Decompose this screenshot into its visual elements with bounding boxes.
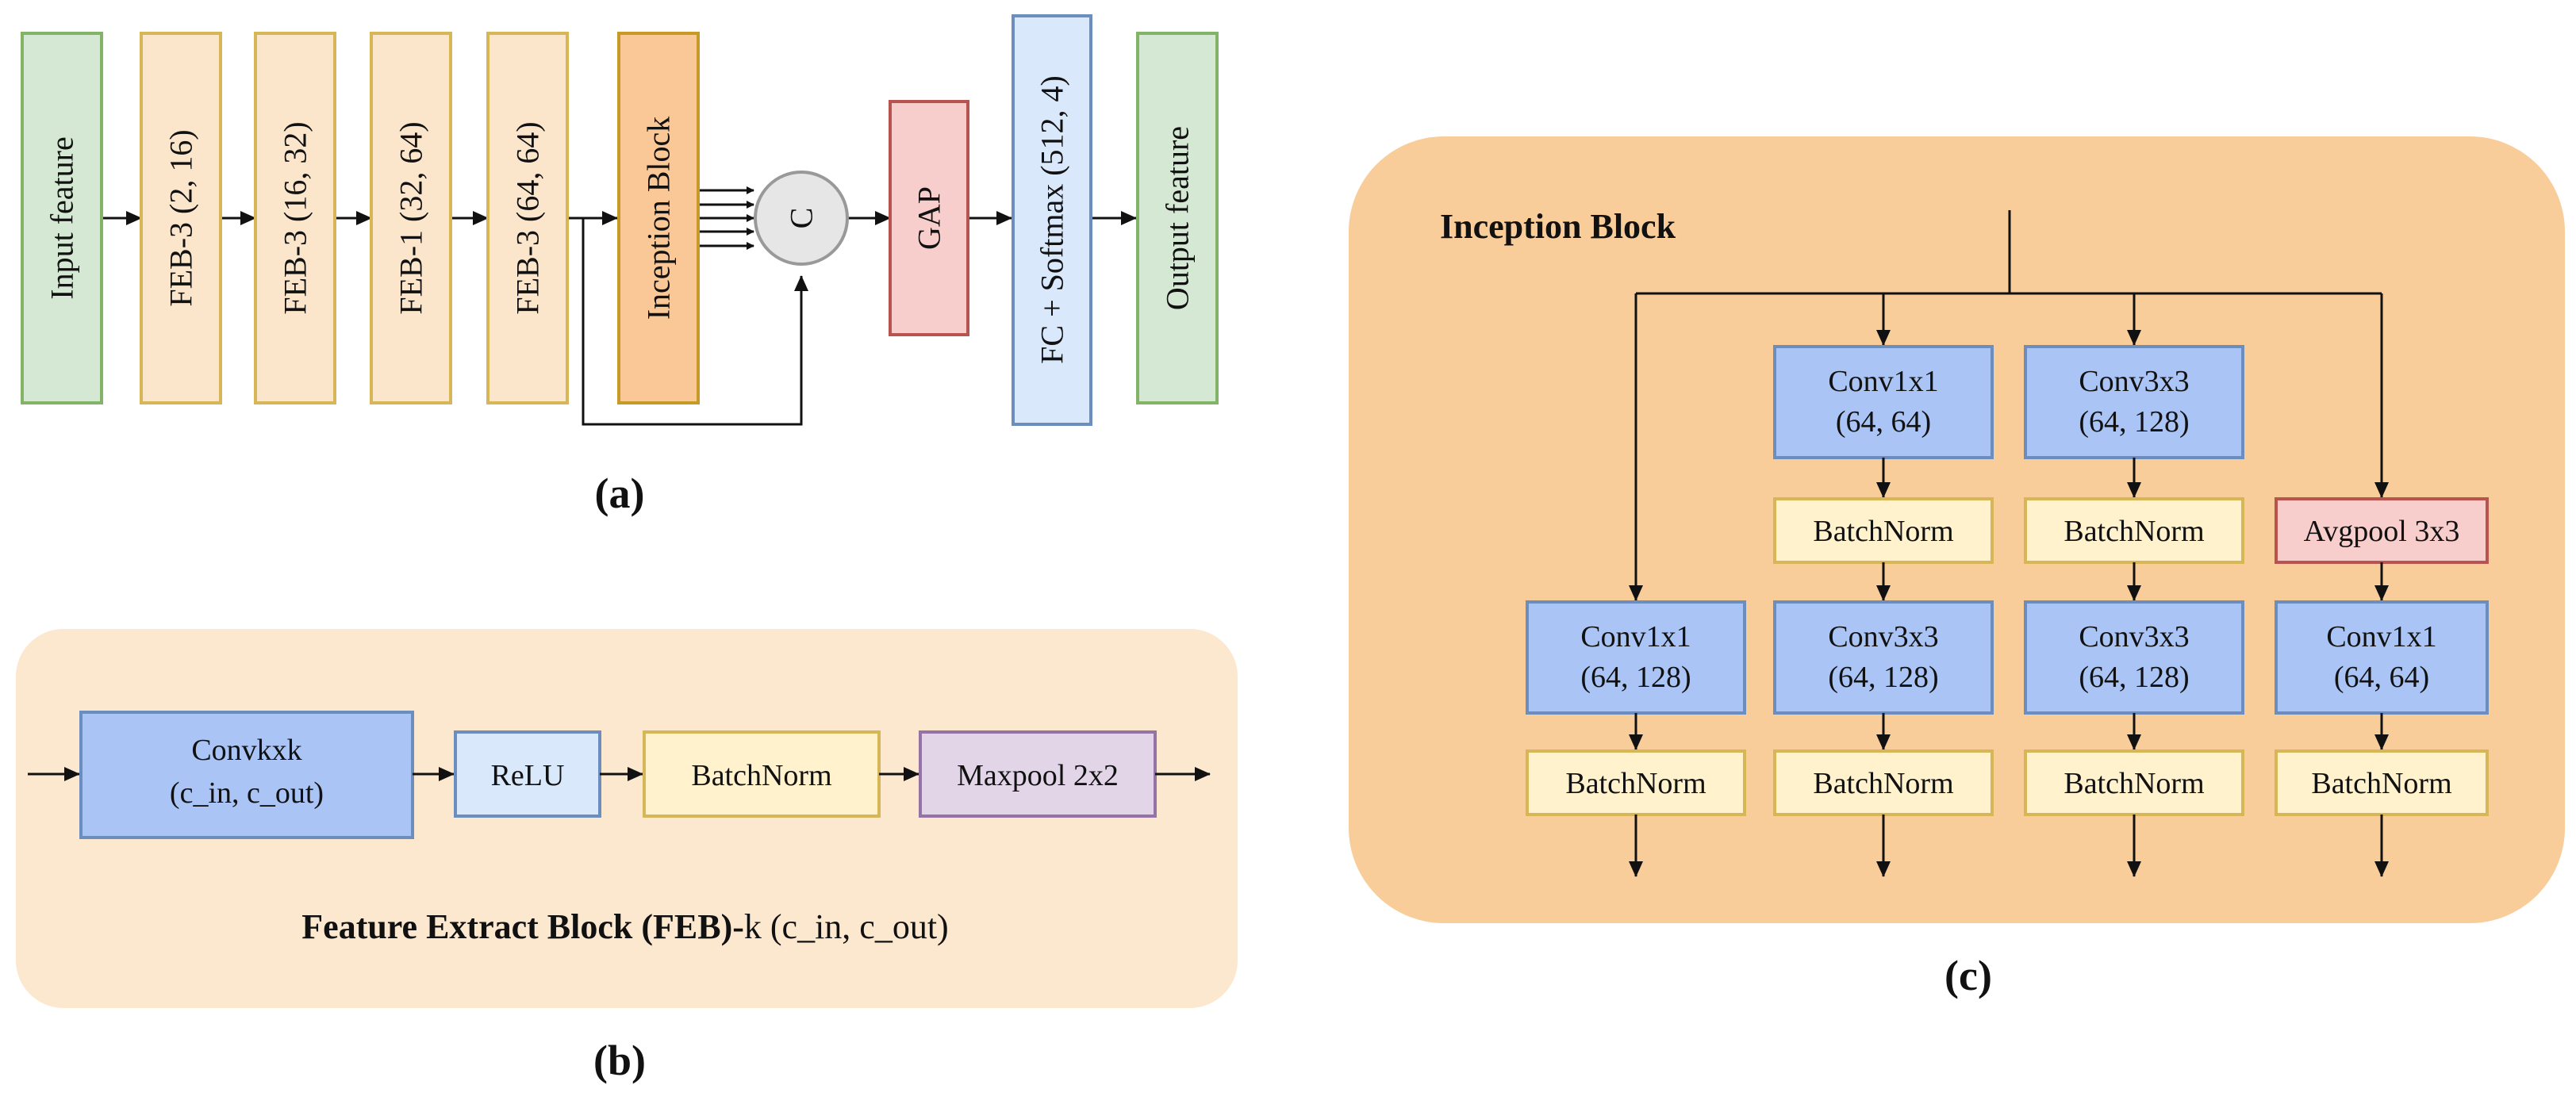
branch2-conv2-box bbox=[1773, 600, 1994, 715]
fc-softmax-label: FC + Softmax (512, 4) bbox=[1035, 75, 1070, 364]
branch4-conv-line2: (64, 64) bbox=[2334, 661, 2429, 694]
branch3-bn2-box bbox=[2024, 749, 2244, 816]
convkxk-block: Convkxk (c_in, c_out) bbox=[79, 711, 414, 839]
caption-b: (b) bbox=[593, 1037, 646, 1084]
feb-block-1-label: FEB-3 (2, 16) bbox=[163, 129, 199, 306]
gap-label: GAP bbox=[912, 186, 947, 250]
feb-block-2-label: FEB-3 (16, 32) bbox=[278, 121, 313, 314]
branch3-bn1-box bbox=[2024, 497, 2244, 564]
convkxk-line2: (c_in, c_out) bbox=[170, 776, 324, 810]
maxpool-block: Maxpool 2x2 bbox=[919, 730, 1157, 818]
feb-block-2: FEB-3 (16, 32) bbox=[254, 32, 336, 404]
branch-1: Conv1x1 (64, 128) BatchNorm bbox=[1526, 600, 1746, 877]
inception-block-label: Inception Block bbox=[641, 117, 677, 320]
branch2-conv2-line1: Conv3x3 bbox=[1828, 620, 1938, 654]
output-feature-label: Output feature bbox=[1160, 126, 1196, 310]
relu-block: ReLU bbox=[454, 730, 601, 818]
branch2-conv1-line2: (64, 64) bbox=[1836, 405, 1931, 439]
branch-4: Avgpool 3x3 Conv1x1 (64, 64) BatchNorm bbox=[2275, 497, 2489, 877]
branch-2: Conv1x1 (64, 64) BatchNorm Conv3x3 (64, … bbox=[1773, 345, 1994, 877]
panel-c: Inception Block Conv1x1 (64, 128) BatchN… bbox=[1349, 136, 2565, 999]
input-feature-block: Input feature bbox=[21, 32, 103, 404]
fc-softmax-block: FC + Softmax (512, 4) bbox=[1012, 14, 1092, 426]
feb-title-bold: Feature Extract Block (FEB)- bbox=[301, 907, 744, 946]
branch4-bn-box bbox=[2275, 749, 2489, 816]
branch4-bn-label: BatchNorm bbox=[2311, 767, 2451, 800]
branch4-conv-box bbox=[2275, 600, 2489, 715]
relu-label: ReLU bbox=[491, 759, 565, 792]
convkxk-line1: Convkxk bbox=[191, 734, 301, 767]
branch3-conv1-line2: (64, 128) bbox=[2079, 405, 2189, 439]
branch3-bn2-label: BatchNorm bbox=[2063, 767, 2204, 800]
maxpool-label: Maxpool 2x2 bbox=[957, 759, 1119, 792]
branch3-conv1-box bbox=[2024, 345, 2244, 459]
feb-block-1: FEB-3 (2, 16) bbox=[140, 32, 222, 404]
input-feature-label: Input feature bbox=[44, 136, 80, 299]
branch3-conv2-line1: Conv3x3 bbox=[2079, 620, 2189, 654]
output-feature-block: Output feature bbox=[1136, 32, 1219, 404]
branch4-pool-label: Avgpool 3x3 bbox=[2304, 515, 2460, 548]
concat-node: C bbox=[754, 171, 849, 266]
batchnorm-block-b: BatchNorm bbox=[643, 730, 881, 818]
gap-block: GAP bbox=[889, 100, 969, 336]
branch2-conv1-box bbox=[1773, 345, 1994, 459]
feb-block-4-label: FEB-3 (64, 64) bbox=[510, 121, 546, 314]
feb-title: Feature Extract Block (FEB)-k (c_in, c_o… bbox=[301, 907, 948, 946]
branch1-bn-box bbox=[1526, 749, 1746, 816]
branch2-bn1-label: BatchNorm bbox=[1813, 515, 1953, 548]
panel-b: Convkxk (c_in, c_out) ReLU BatchNorm Max… bbox=[16, 629, 1238, 1084]
branch2-conv2-line2: (64, 128) bbox=[1828, 661, 1938, 694]
panel-a-arrows bbox=[103, 186, 1137, 426]
branch3-bn1-label: BatchNorm bbox=[2063, 515, 2204, 548]
feb-block-3: FEB-1 (32, 64) bbox=[370, 32, 452, 404]
inception-block: Inception Block bbox=[617, 32, 700, 404]
inception-title: Inception Block bbox=[1440, 207, 1676, 246]
panel-a: Input feature FEB-3 (2, 16) FEB-3 (16, 3… bbox=[21, 14, 1219, 517]
batchnorm-b-label: BatchNorm bbox=[691, 759, 831, 792]
branch2-bn2-label: BatchNorm bbox=[1813, 767, 1953, 800]
branch3-conv1-line1: Conv3x3 bbox=[2079, 365, 2189, 398]
caption-a: (a) bbox=[595, 470, 645, 517]
branch2-conv1-line1: Conv1x1 bbox=[1828, 365, 1938, 398]
concat-label: C bbox=[784, 208, 820, 229]
caption-c: (c) bbox=[1944, 952, 1992, 999]
branch1-conv-line2: (64, 128) bbox=[1580, 661, 1691, 694]
branch4-conv-line1: Conv1x1 bbox=[2326, 620, 2436, 654]
branch1-conv-line1: Conv1x1 bbox=[1580, 620, 1691, 654]
branch1-conv-box bbox=[1526, 600, 1746, 715]
feb-block-3-label: FEB-1 (32, 64) bbox=[394, 121, 429, 314]
feb-title-normal: k (c_in, c_out) bbox=[744, 907, 949, 946]
branch3-conv2-box bbox=[2024, 600, 2244, 715]
branch2-bn2-box bbox=[1773, 749, 1994, 816]
branch-3: Conv3x3 (64, 128) BatchNorm Conv3x3 (64,… bbox=[2024, 345, 2244, 877]
panel-c-tree bbox=[1629, 210, 2389, 601]
branch3-conv2-line2: (64, 128) bbox=[2079, 661, 2189, 694]
feb-block-4: FEB-3 (64, 64) bbox=[486, 32, 569, 404]
branch1-bn-label: BatchNorm bbox=[1565, 767, 1706, 800]
